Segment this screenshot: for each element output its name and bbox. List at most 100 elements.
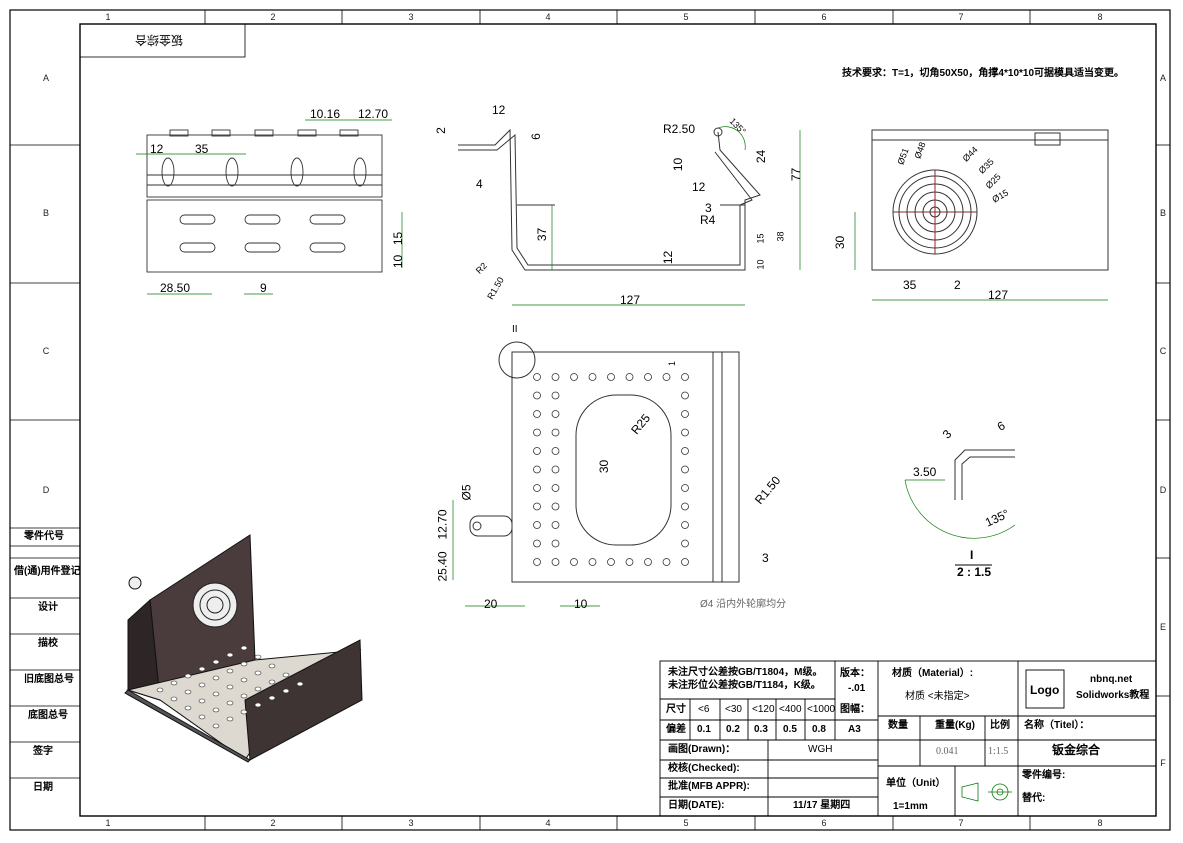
left-old-drawing: 旧底图总号 xyxy=(24,674,74,685)
perforation-hole xyxy=(681,558,689,566)
name-value: 钣金综合 xyxy=(1052,743,1101,757)
perforation-hole xyxy=(533,410,541,418)
col-label-5-bottom: 5 xyxy=(683,818,689,828)
row-label-b: B xyxy=(42,208,49,218)
row-label-d: D xyxy=(42,485,50,495)
perforation-hole xyxy=(681,447,689,455)
tol-line-1: 未注尺寸公差按GB/T1804，M级。 xyxy=(668,667,823,678)
dim-side-6: 6 xyxy=(528,133,543,140)
iso-perforation-hole xyxy=(240,709,248,715)
dim-front-28-50: 28.50 xyxy=(160,281,191,295)
row-label-d-right: D xyxy=(1159,485,1167,495)
flat-holes xyxy=(533,373,689,566)
dim-side-37: 37 xyxy=(535,227,550,242)
dim-side-r2-50: R2.50 xyxy=(663,122,696,136)
iso-perforation-hole xyxy=(268,663,276,669)
perforation-hole xyxy=(551,539,560,548)
dim-side-10: 10 xyxy=(671,157,686,172)
perforation-hole xyxy=(607,558,615,566)
dev-val-4: 0.5 xyxy=(783,724,797,735)
part-number-label: 零件编号: xyxy=(1022,770,1066,781)
size-col-5: <1000 xyxy=(807,704,836,715)
row-label-c-right: C xyxy=(1159,346,1167,356)
left-date: 日期 xyxy=(33,782,53,793)
iso-perforation-hole xyxy=(268,695,276,701)
perforation-hole xyxy=(607,373,615,381)
perforation-hole xyxy=(533,428,541,437)
name-label: 名称（Titel）： xyxy=(1024,720,1090,731)
perforation-hole xyxy=(681,373,689,381)
detail-view xyxy=(954,449,1015,500)
dev-val-5: 0.8 xyxy=(812,724,826,735)
dim-side-3: 3 xyxy=(705,201,712,215)
col-label-1-bottom: 1 xyxy=(105,818,111,828)
dim-side-10b: 10 xyxy=(755,259,766,270)
size-col-1: <6 xyxy=(698,704,710,715)
row-label-f-right: F xyxy=(1160,758,1166,768)
iso-perforation-hole xyxy=(184,705,192,711)
left-sign: 签字 xyxy=(33,746,53,757)
material-value: 材质 <未指定> xyxy=(905,691,970,702)
dim-flat-12-70: 12.70 xyxy=(435,509,450,540)
dim-front-10: 10 xyxy=(391,254,406,269)
dim-right-30: 30 xyxy=(833,235,848,250)
dim-side-77: 77 xyxy=(789,167,804,182)
perforation-hole xyxy=(570,373,578,381)
col-label-6-bottom: 6 xyxy=(821,818,827,828)
iso-perforation-hole xyxy=(226,668,234,674)
iso-perforation-hole xyxy=(156,687,164,693)
perforation-hole xyxy=(533,558,541,566)
detail-view-title: I xyxy=(970,548,974,562)
unit-value: 1=1mm xyxy=(893,801,928,812)
row-label-a-right: A xyxy=(1159,73,1166,83)
version-label: 版本： xyxy=(840,668,870,679)
left-design: 设计 xyxy=(38,602,58,613)
iso-perforation-hole xyxy=(198,682,206,688)
perforation-hole xyxy=(551,410,560,418)
dim-detail-3-50: 3.50 xyxy=(913,465,937,479)
brand-text: Solidworks教程 xyxy=(1076,690,1150,701)
dim-side-12c: 12 xyxy=(692,180,706,194)
col-label-4-bottom: 4 xyxy=(545,818,551,828)
perforation-hole xyxy=(681,539,689,548)
perforation-hole xyxy=(533,391,541,400)
col-label-5: 5 xyxy=(683,12,689,22)
col-label-8-bottom: 8 xyxy=(1097,818,1103,828)
date-label: 日期(DATE): xyxy=(668,800,725,811)
perforation-hole xyxy=(662,558,671,566)
perforation-hole xyxy=(533,484,541,492)
dim-front-15: 15 xyxy=(391,231,406,246)
perforation-hole xyxy=(681,484,689,492)
weight-value: 0.041 xyxy=(936,746,959,757)
dim-front-12: 12 xyxy=(150,142,164,156)
unit-label: 单位（Unit） xyxy=(886,778,946,789)
perforation-hole xyxy=(681,410,689,418)
perforation-hole xyxy=(681,428,689,437)
dim-right-35: 35 xyxy=(903,278,917,292)
col-label-3-bottom: 3 xyxy=(408,818,414,828)
iso-perforation-hole xyxy=(198,698,206,704)
dim-right-2: 2 xyxy=(954,278,961,292)
iso-perforation-hole xyxy=(282,672,290,678)
row-label-a: A xyxy=(42,73,49,83)
perforation-hole xyxy=(588,558,597,566)
dim-side-2: 2 xyxy=(433,127,448,134)
ratio-label: 比例 xyxy=(990,720,1010,731)
qty-label: 数量 xyxy=(888,720,908,731)
perforation-hole xyxy=(551,502,560,511)
dim-front-12-70: 12.70 xyxy=(358,107,389,121)
iso-perforation-hole xyxy=(170,696,178,702)
perforation-hole xyxy=(644,558,652,566)
drawn-label: 画图(Drawn)： xyxy=(668,744,736,755)
iso-perforation-hole xyxy=(212,723,220,729)
flat-view xyxy=(469,341,740,583)
perforation-hole xyxy=(625,373,634,381)
left-trace: 描校 xyxy=(38,638,58,649)
site-text: nbnq.net xyxy=(1090,674,1133,685)
perforation-hole xyxy=(533,447,541,455)
dim-flat-20: 20 xyxy=(484,597,498,611)
iso-perforation-hole xyxy=(240,693,248,699)
iso-perforation-hole xyxy=(226,716,234,722)
dev-val-2: 0.2 xyxy=(726,724,740,735)
perforation-hole xyxy=(551,558,560,566)
